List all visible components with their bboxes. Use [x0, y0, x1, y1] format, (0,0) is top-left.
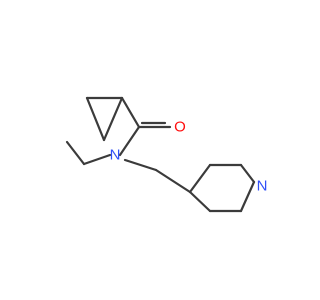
bond: [120, 96, 141, 129]
bond: [85, 96, 106, 142]
atom-label-oxygen: O: [174, 119, 186, 136]
bond: [188, 190, 212, 213]
bond: [65, 140, 86, 166]
bond: [154, 168, 192, 194]
bond: [123, 158, 158, 172]
bond: [188, 163, 212, 194]
bonds: [65, 96, 256, 213]
bond: [82, 153, 112, 166]
bond: [239, 180, 256, 213]
atom-label-pyridine-nitrogen: N: [257, 178, 268, 195]
atom-label-bridgehead-nitrogen: N: [110, 147, 121, 164]
bond: [239, 163, 256, 184]
molecule-structure: O N N: [65, 96, 268, 213]
bond: [118, 125, 141, 157]
bond: [102, 96, 124, 142]
